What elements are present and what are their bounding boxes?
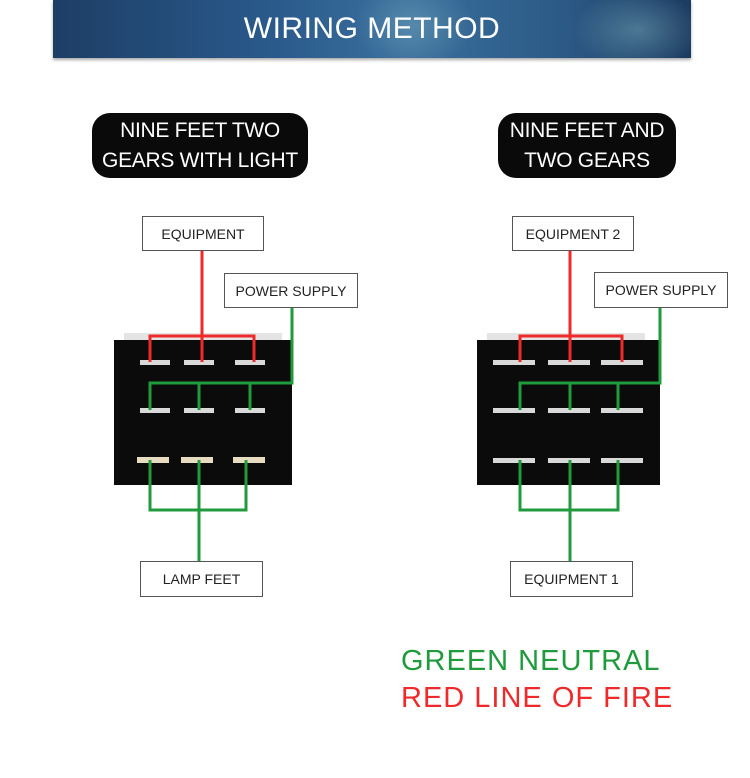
left-green-wires <box>148 308 294 562</box>
header-banner: WIRING METHOD <box>53 0 691 58</box>
legend-red-fire: RED LINE OF FIRE <box>401 682 674 714</box>
left-title-line2: GEARS WITH LIGHT <box>102 149 298 172</box>
left-red-wires <box>148 250 256 362</box>
page-title: WIRING METHOD <box>243 12 501 45</box>
right-equipment-2-label: EQUIPMENT 2 <box>512 216 634 251</box>
right-diagram-title: NINE FEET AND TWO GEARS <box>498 113 676 178</box>
right-power-supply-label: POWER SUPPLY <box>594 272 728 308</box>
left-lamp-feet-label: LAMP FEET <box>140 561 263 597</box>
left-switch-terminals <box>137 360 265 463</box>
left-power-supply-label: POWER SUPPLY <box>224 273 358 308</box>
right-equipment-1-label: EQUIPMENT 1 <box>510 561 633 597</box>
right-title-line2: TWO GEARS <box>524 149 650 172</box>
left-equipment-label: EQUIPMENT <box>142 216 264 251</box>
right-switch <box>477 333 660 485</box>
left-title-line1: NINE FEET TWO <box>120 119 280 142</box>
right-red-wires <box>518 250 624 362</box>
right-green-wires <box>518 308 662 562</box>
right-title-line1: NINE FEET AND <box>509 119 665 142</box>
legend-green-neutral: GREEN NEUTRAL <box>401 645 661 677</box>
left-diagram-title: NINE FEET TWO GEARS WITH LIGHT <box>92 113 308 178</box>
